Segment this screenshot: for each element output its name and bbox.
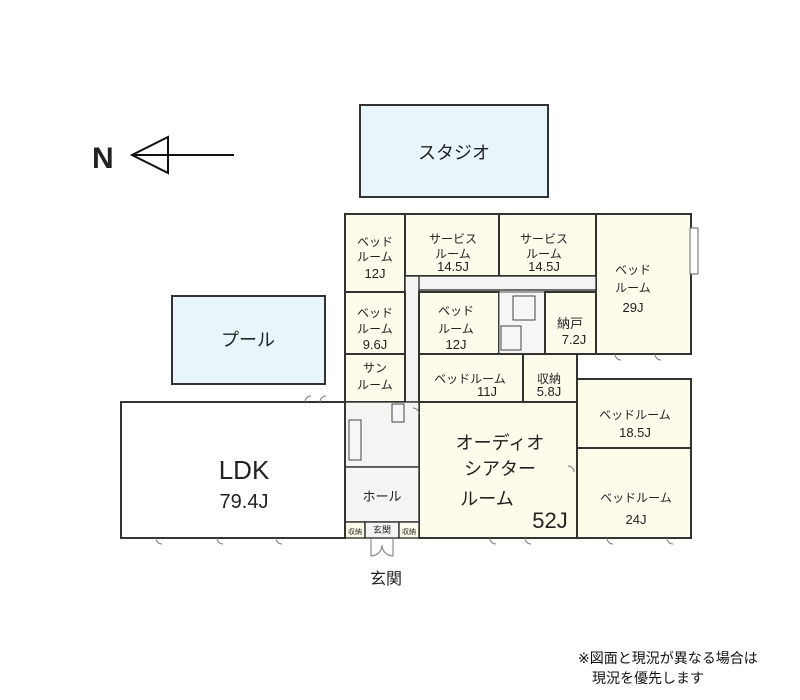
room-size: 24J xyxy=(626,512,647,527)
disclaimer: ※図面と現況が異なる場合は 現況を優先します xyxy=(578,648,758,688)
room-name: ルーム xyxy=(357,250,393,264)
room-size: 7.2J xyxy=(562,332,587,347)
room-name: ルーム xyxy=(460,489,513,509)
room-name: サービス xyxy=(520,232,568,246)
corridor xyxy=(404,275,420,403)
room-size: 79.4J xyxy=(220,491,269,513)
room-name: 納戸 xyxy=(557,316,583,331)
door-swings xyxy=(155,353,674,557)
toilet-icon xyxy=(512,295,536,321)
studio-area: スタジオ xyxy=(359,104,549,198)
room-bed-12-a: ベッド ルーム 12J xyxy=(344,213,406,293)
pool-area: プール xyxy=(171,295,326,385)
room-size: 9.6J xyxy=(363,337,388,352)
room-name: サン xyxy=(363,361,387,375)
room-size: 12J xyxy=(446,337,467,352)
pool-label: プール xyxy=(221,330,275,350)
room-name: ベッド xyxy=(438,304,474,318)
room-name: ベッドルーム xyxy=(599,408,671,422)
room-storage-5-8: 収納 5.8J xyxy=(522,353,578,403)
room-name: 収納 xyxy=(348,527,362,536)
room-name: ルーム xyxy=(438,322,474,336)
room-service-2: サービス ルーム 14.5J xyxy=(498,213,597,277)
room-name: オーディオ xyxy=(456,433,545,453)
room-name: ベッドルーム xyxy=(434,372,506,386)
room-size: 14.5J xyxy=(528,259,560,274)
room-name: サービス xyxy=(429,232,477,246)
fixture-icon xyxy=(391,403,405,423)
wet-area xyxy=(498,291,546,355)
room-hall: ホール xyxy=(344,466,420,523)
room-ldk: LDK 79.4J xyxy=(120,401,346,539)
genkan-small: 玄関 xyxy=(364,521,400,539)
room-theater: オーディオ シアター ルーム 52J xyxy=(418,401,578,539)
room-name: ルーム xyxy=(435,247,471,261)
room-name: 収納 xyxy=(537,372,561,386)
room-name: ルーム xyxy=(526,247,562,261)
room-name: シアター xyxy=(464,459,536,479)
room-size: 52J xyxy=(532,508,567,533)
room-name: ルーム xyxy=(357,322,393,336)
room-size: 14.5J xyxy=(437,259,469,274)
room-bed-24: ベッドルーム 24J xyxy=(576,447,692,539)
room-size: 18.5J xyxy=(619,425,651,440)
room-size: 12J xyxy=(365,266,386,281)
compass-arrow-icon xyxy=(129,135,169,175)
room-size: 11J xyxy=(477,384,497,399)
north-compass: N xyxy=(92,135,234,175)
entrance-label: 玄関 xyxy=(370,570,402,588)
storage-small-right: 収納 xyxy=(398,521,420,539)
room-name: ベッド xyxy=(357,306,393,320)
room-bed-18-5: ベッドルーム 18.5J xyxy=(576,378,692,449)
room-name: ホール xyxy=(362,489,401,504)
room-size: 5.8J xyxy=(537,384,562,399)
room-name: 収納 xyxy=(402,527,416,536)
studio-label: スタジオ xyxy=(418,143,490,163)
disclaimer-line: ※図面と現況が異なる場合は xyxy=(578,650,758,666)
room-nando: 納戸 7.2J xyxy=(544,291,597,355)
room-name: LDK xyxy=(219,455,270,485)
room-name: ベッド xyxy=(357,235,393,249)
room-name: ベッドルーム xyxy=(600,491,672,505)
room-size: 29J xyxy=(623,300,644,315)
sink-icon xyxy=(500,325,522,351)
disclaimer-line: 現況を優先します xyxy=(592,670,704,686)
room-name: ルーム xyxy=(357,378,393,392)
corridor xyxy=(404,275,597,291)
room-name: ルーム xyxy=(615,281,651,295)
room-bed-11: ベッドルーム 11J xyxy=(418,353,524,403)
room-service-1: サービス ルーム 14.5J xyxy=(404,213,500,277)
bay-window xyxy=(689,227,699,275)
room-bed-29: ベッド ルーム 29J xyxy=(595,213,699,355)
room-bed-9-6: ベッド ルーム 9.6J xyxy=(344,291,406,355)
fixture-icon xyxy=(348,419,362,461)
room-sun: サン ルーム xyxy=(344,353,406,403)
room-bed-12-b: ベッド ルーム 12J xyxy=(418,291,500,355)
room-name: ベッド xyxy=(615,263,651,277)
room-name: 玄関 xyxy=(373,524,391,535)
storage-small-left: 収納 xyxy=(344,521,366,539)
north-label: N xyxy=(92,142,114,175)
